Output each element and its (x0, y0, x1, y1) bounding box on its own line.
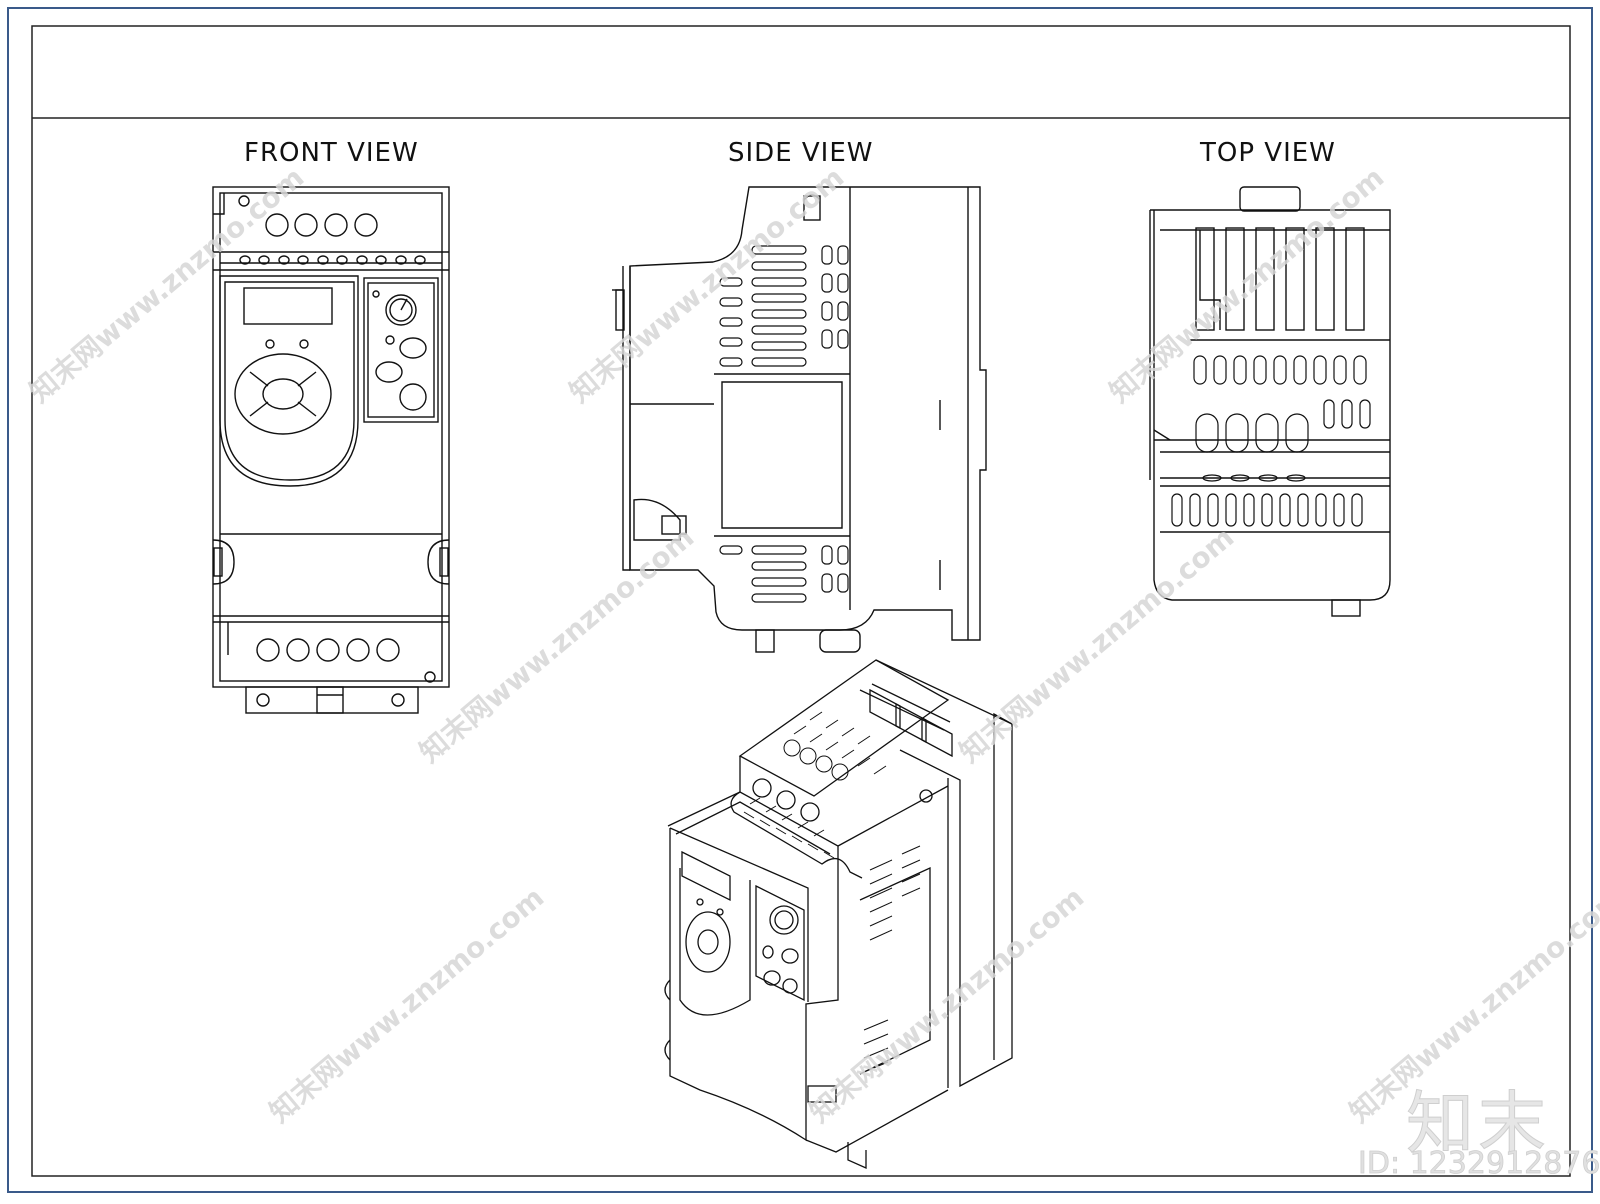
inner-frame (31, 25, 1571, 1177)
isometric-view-drawing (664, 659, 1013, 1170)
side-view-label: SIDE VIEW (728, 138, 874, 168)
top-view-drawing (1149, 186, 1391, 617)
side-view-drawing (612, 186, 987, 653)
front-view-drawing (212, 186, 450, 714)
outer-frame (7, 7, 1593, 1193)
top-view-label: TOP VIEW (1200, 138, 1336, 168)
watermark-id: ID: 1232912876 (1358, 1146, 1600, 1182)
front-view-label: FRONT VIEW (244, 138, 419, 168)
watermark-logo: 知末 (1405, 1085, 1551, 1165)
